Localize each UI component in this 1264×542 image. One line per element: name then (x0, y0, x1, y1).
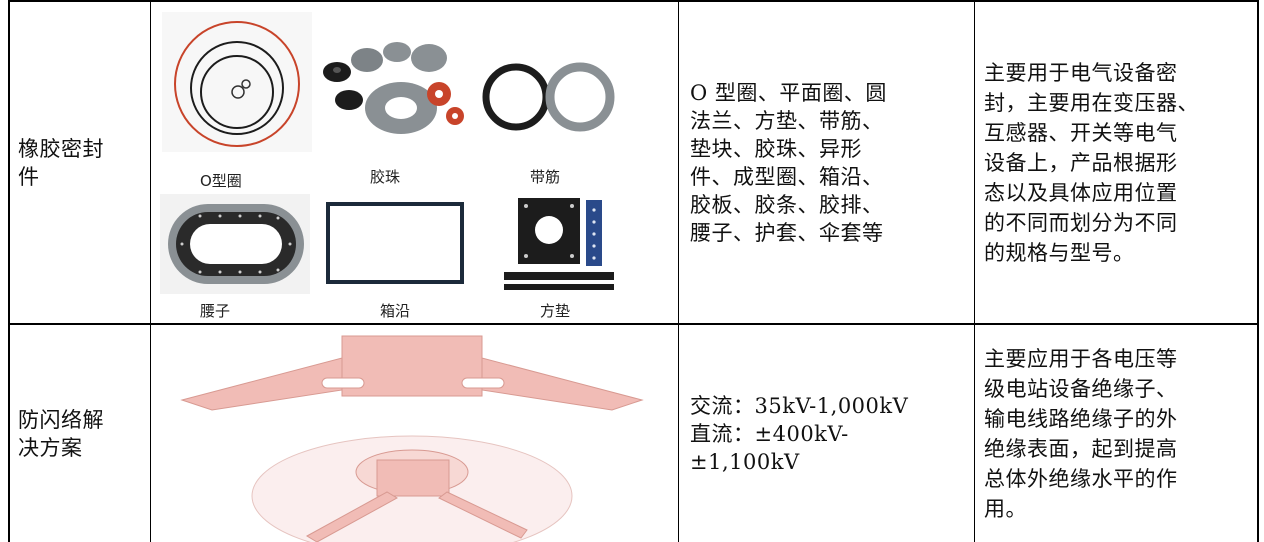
o-ring-image (162, 12, 312, 152)
caption-rubber-bead: 胶珠 (370, 168, 401, 186)
table-top-border (8, 0, 1258, 2)
caption-ribbed: 带筋 (530, 168, 561, 186)
row2-description: 主要应用于各电压等 级电站设备绝缘子、 输电线路绝缘子的外 绝缘表面，起到提高 … (984, 344, 1178, 524)
row1-description-line: 互感器、开关等电气 (984, 120, 1178, 145)
booster-shed-side-image (180, 335, 644, 411)
row2-description-line: 用。 (984, 496, 1027, 521)
row1-products-line: 法兰、方垫、带筋、 (690, 108, 884, 133)
row1-products-cell: O 型圈、平面圈、圆 法兰、方垫、带筋、 垫块、胶珠、异形 件、成型圈、箱沿、 … (690, 2, 970, 323)
row1-name: 橡胶密封 件 (18, 135, 104, 191)
row1-description: 主要用于电气设备密 封，主要用在变压器、 互感器、开关等电气 设备上，产品根据形… (984, 58, 1199, 268)
row2-name-line: 防闪络解 (18, 407, 104, 432)
voltage-dc: 直流：±400kV- (690, 421, 849, 446)
table-right-border (1257, 0, 1259, 542)
row1-products-line: O 型圈、平面圈、圆 (690, 80, 887, 105)
rubber-bead-image (317, 32, 467, 152)
col-divider-1 (150, 0, 151, 542)
row1-products-line: 胶板、胶条、胶排、 (690, 192, 884, 217)
ribbed-ring-image (472, 52, 622, 142)
row1-description-line: 的规格与型号。 (984, 240, 1135, 265)
row2-products-cell: 交流：35kV-1,000kV 直流：±400kV- ±1,100kV (690, 325, 970, 542)
row1-name-line: 件 (18, 164, 40, 189)
row1-product-photo-collage: O型圈 胶珠 带筋 (152, 2, 677, 323)
row2-description-line: 绝缘表面，起到提高 (984, 436, 1178, 461)
row1-description-line: 态以及具体应用位置 (984, 180, 1178, 205)
row2-description-line: 输电线路绝缘子的外 (984, 406, 1178, 431)
tank-edge-gasket-image (320, 196, 470, 292)
row2-voltage-range: 交流：35kV-1,000kV 直流：±400kV- ±1,100kV (690, 392, 908, 476)
row1-description-line: 的不同而划分为不同 (984, 210, 1178, 235)
row1-name-line: 橡胶密封 (18, 136, 104, 161)
caption-kidney: 腰子 (200, 302, 231, 320)
voltage-dc-upper: ±1,100kV (690, 449, 800, 474)
row2-description-line: 总体外绝缘水平的作 (984, 466, 1178, 491)
row2-name-line: 决方案 (18, 435, 83, 460)
kidney-gasket-image (160, 194, 310, 294)
row2-name-cell: 防闪络解 决方案 (18, 325, 148, 542)
row1-description-line: 封，主要用在变压器、 (984, 90, 1199, 115)
row1-name-cell: 橡胶密封 件 (18, 2, 148, 323)
caption-o-ring: O型圈 (200, 172, 242, 190)
row-divider (8, 323, 1258, 325)
col-divider-2 (678, 0, 679, 542)
row1-products-line: 件、成型圈、箱沿、 (690, 164, 884, 189)
voltage-ac: 交流：35kV-1,000kV (690, 393, 909, 418)
caption-tank-edge: 箱沿 (380, 302, 411, 320)
row2-anti-flashover-image (152, 326, 677, 542)
row1-products: O 型圈、平面圈、圆 法兰、方垫、带筋、 垫块、胶珠、异形 件、成型圈、箱沿、 … (690, 79, 887, 247)
col-divider-3 (974, 0, 975, 542)
square-pad-image (494, 194, 624, 294)
table-left-border (8, 0, 10, 542)
row2-description-line: 级电站设备绝缘子、 (984, 376, 1178, 401)
row1-description-cell: 主要用于电气设备密 封，主要用在变压器、 互感器、开关等电气 设备上，产品根据形… (984, 2, 1256, 323)
row1-description-line: 主要用于电气设备密 (984, 60, 1178, 85)
row2-name: 防闪络解 决方案 (18, 406, 104, 462)
row2-description-line: 主要应用于各电压等 (984, 346, 1178, 371)
row2-description-cell: 主要应用于各电压等 级电站设备绝缘子、 输电线路绝缘子的外 绝缘表面，起到提高 … (984, 325, 1256, 542)
caption-square-pad: 方垫 (540, 302, 571, 320)
row1-description-line: 设备上，产品根据形 (984, 150, 1178, 175)
row1-products-line: 腰子、护套、伞套等 (690, 220, 884, 245)
row1-products-line: 垫块、胶珠、异形 (690, 136, 862, 161)
booster-shed-perspective-image (251, 435, 573, 542)
